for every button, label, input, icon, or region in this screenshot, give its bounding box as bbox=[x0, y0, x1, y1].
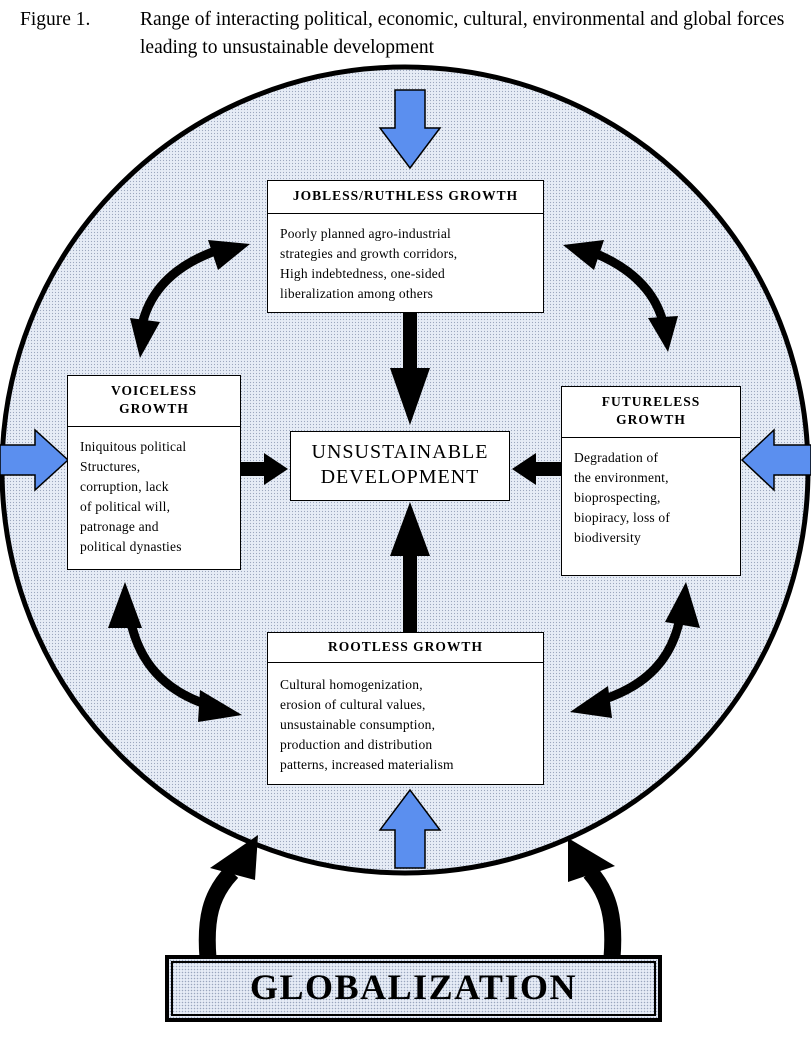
rootless-growth-body: Cultural homogenization, erosion of cult… bbox=[268, 663, 543, 781]
jobless-line: Poorly planned agro-industrial bbox=[280, 226, 451, 241]
futureless-growth-body: Degradation of the environment, bioprosp… bbox=[562, 438, 740, 554]
voiceless-line: of political will, bbox=[80, 499, 171, 514]
globalization-arrow-left bbox=[198, 835, 258, 959]
jobless-line: strategies and growth corridors, bbox=[280, 246, 458, 261]
global-force-arrow-bottom bbox=[378, 788, 442, 869]
futureless-title-line: FUTURELESS bbox=[601, 394, 701, 409]
voiceless-title-line: GROWTH bbox=[119, 401, 189, 416]
arrow-voiceless-to-center bbox=[240, 453, 288, 485]
jobless-line: High indebtedness, one-sided bbox=[280, 266, 445, 281]
double-arrow-bottom-left bbox=[108, 582, 242, 722]
futureless-growth-title: FUTURELESS GROWTH bbox=[562, 387, 740, 438]
futureless-line: biopiracy, loss of bbox=[574, 510, 671, 525]
double-arrow-bottom-right bbox=[570, 582, 700, 718]
voiceless-title-line: VOICELESS bbox=[110, 383, 197, 398]
global-force-arrow-top bbox=[378, 89, 442, 170]
rootless-growth-title: ROOTLESS GROWTH bbox=[268, 633, 543, 663]
center-line-2: DEVELOPMENT bbox=[320, 466, 480, 488]
voiceless-line: patronage and bbox=[80, 519, 159, 534]
rootless-line: production and distribution bbox=[280, 737, 433, 752]
futureless-growth-box: FUTURELESS GROWTH Degradation of the env… bbox=[561, 386, 741, 576]
globalization-inner-border bbox=[171, 961, 656, 1016]
unsustainable-development-box: UNSUSTAINABLE DEVELOPMENT bbox=[290, 431, 510, 501]
futureless-line: the environment, bbox=[574, 470, 669, 485]
figure-caption: Range of interacting political, economic… bbox=[140, 9, 785, 58]
double-arrow-top-right bbox=[563, 240, 678, 352]
voiceless-growth-body: Iniquitous political Structures, corrupt… bbox=[68, 427, 240, 563]
jobless-growth-box: JOBLESS/RUTHLESS GROWTH Poorly planned a… bbox=[267, 180, 544, 313]
figure-label: Figure 1. bbox=[20, 9, 91, 30]
globalization-box: GLOBALIZATION bbox=[165, 955, 662, 1022]
voiceless-growth-box: VOICELESS GROWTH Iniquitous political St… bbox=[67, 375, 241, 570]
jobless-line: liberalization among others bbox=[280, 286, 434, 301]
double-arrow-top-left bbox=[130, 240, 250, 358]
voiceless-line: corruption, lack bbox=[80, 479, 169, 494]
rootless-line: erosion of cultural values, bbox=[280, 697, 426, 712]
rootless-growth-box: ROOTLESS GROWTH Cultural homogenization,… bbox=[267, 632, 544, 785]
rootless-line: unsustainable consumption, bbox=[280, 717, 436, 732]
arrow-rootless-to-center bbox=[390, 502, 430, 633]
globalization-label: GLOBALIZATION bbox=[250, 967, 577, 1007]
global-force-arrow-right bbox=[740, 428, 811, 492]
rootless-line: Cultural homogenization, bbox=[280, 677, 423, 692]
voiceless-line: political dynasties bbox=[80, 539, 182, 554]
voiceless-growth-title: VOICELESS GROWTH bbox=[68, 376, 240, 427]
arrow-futureless-to-center bbox=[512, 453, 562, 485]
global-force-arrow-left bbox=[0, 428, 70, 492]
voiceless-line: Iniquitous political bbox=[80, 439, 187, 454]
center-line-1: UNSUSTAINABLE bbox=[311, 441, 489, 463]
futureless-title-line: GROWTH bbox=[616, 412, 686, 427]
voiceless-line: Structures, bbox=[80, 459, 141, 474]
futureless-line: Degradation of bbox=[574, 450, 659, 465]
jobless-growth-body: Poorly planned agro-industrial strategie… bbox=[268, 214, 543, 310]
futureless-line: biodiversity bbox=[574, 530, 641, 545]
jobless-growth-title: JOBLESS/RUTHLESS GROWTH bbox=[268, 181, 543, 214]
rootless-line: patterns, increased materialism bbox=[280, 757, 454, 772]
globalization-arrow-right bbox=[568, 838, 622, 959]
futureless-line: bioprospecting, bbox=[574, 490, 661, 505]
arrow-jobless-to-center bbox=[390, 312, 430, 425]
